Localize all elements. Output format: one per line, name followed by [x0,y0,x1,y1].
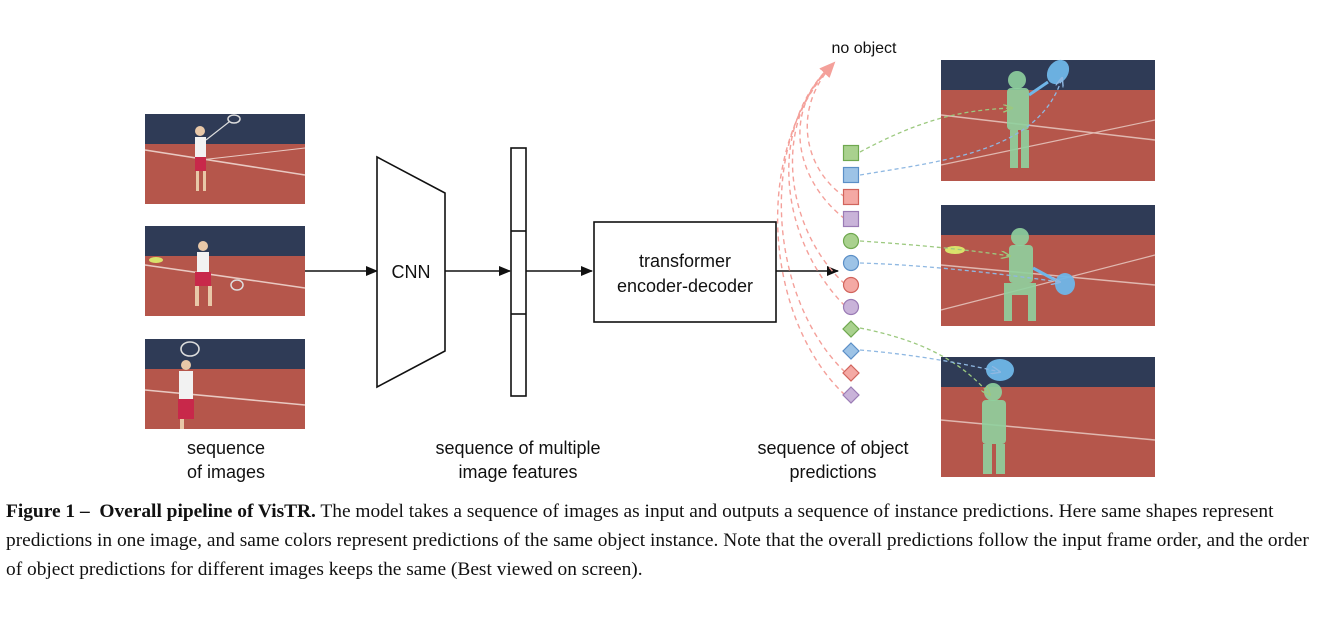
input-frame-1 [144,114,306,204]
output-frame-3 [940,357,1156,477]
transformer-block [593,221,777,323]
prediction-circle-instance-2 [842,254,860,272]
output-frame-1 [940,59,1156,181]
input-label-line1: sequence [187,438,265,458]
transformer-label-line2: encoder-decoder [617,276,753,296]
figure-caption: Figure 1 – Overall pipeline of VisTR. Th… [6,497,1311,584]
no-object-arrows [776,61,846,396]
predictions-label-line1: sequence of object [757,438,908,458]
input-frame-3 [144,339,306,429]
prediction-square-instance-1 [842,144,860,162]
output-frame-2 [940,205,1156,326]
no-object-label: no object [832,40,897,57]
prediction-symbols [842,144,860,404]
predictions-label-line2: predictions [789,462,876,482]
transformer-label-line1: transformer [639,251,731,271]
cnn-label: CNN [392,262,431,282]
caption-label: Figure 1 – [6,501,90,522]
pipeline-diagram: CNN transformer encoder-decoder no objec… [144,40,1156,482]
prediction-diamond-instance-2 [842,342,860,360]
prediction-diamond-instance-1 [842,320,860,338]
prediction-diamond-no-object-alt [842,386,860,404]
feature-sequence-bar [510,147,527,397]
caption-title: Overall pipeline of VisTR. [99,501,316,522]
prediction-circle-instance-1 [842,232,860,250]
input-label-line2: of images [187,462,265,482]
caption-text: The model takes a sequence of images as … [6,501,1309,580]
prediction-square-no-object-alt [842,210,860,228]
cnn-block [376,155,446,389]
prediction-circle-no-object [842,276,860,294]
input-frame-2 [144,226,306,316]
prediction-square-instance-2 [842,166,860,184]
features-label-line2: image features [458,462,577,482]
features-label-line1: sequence of multiple [435,438,600,458]
prediction-diamond-no-object [842,364,860,382]
prediction-square-no-object [842,188,860,206]
prediction-circle-no-object-alt [842,298,860,316]
matching-arrows [859,78,1062,395]
